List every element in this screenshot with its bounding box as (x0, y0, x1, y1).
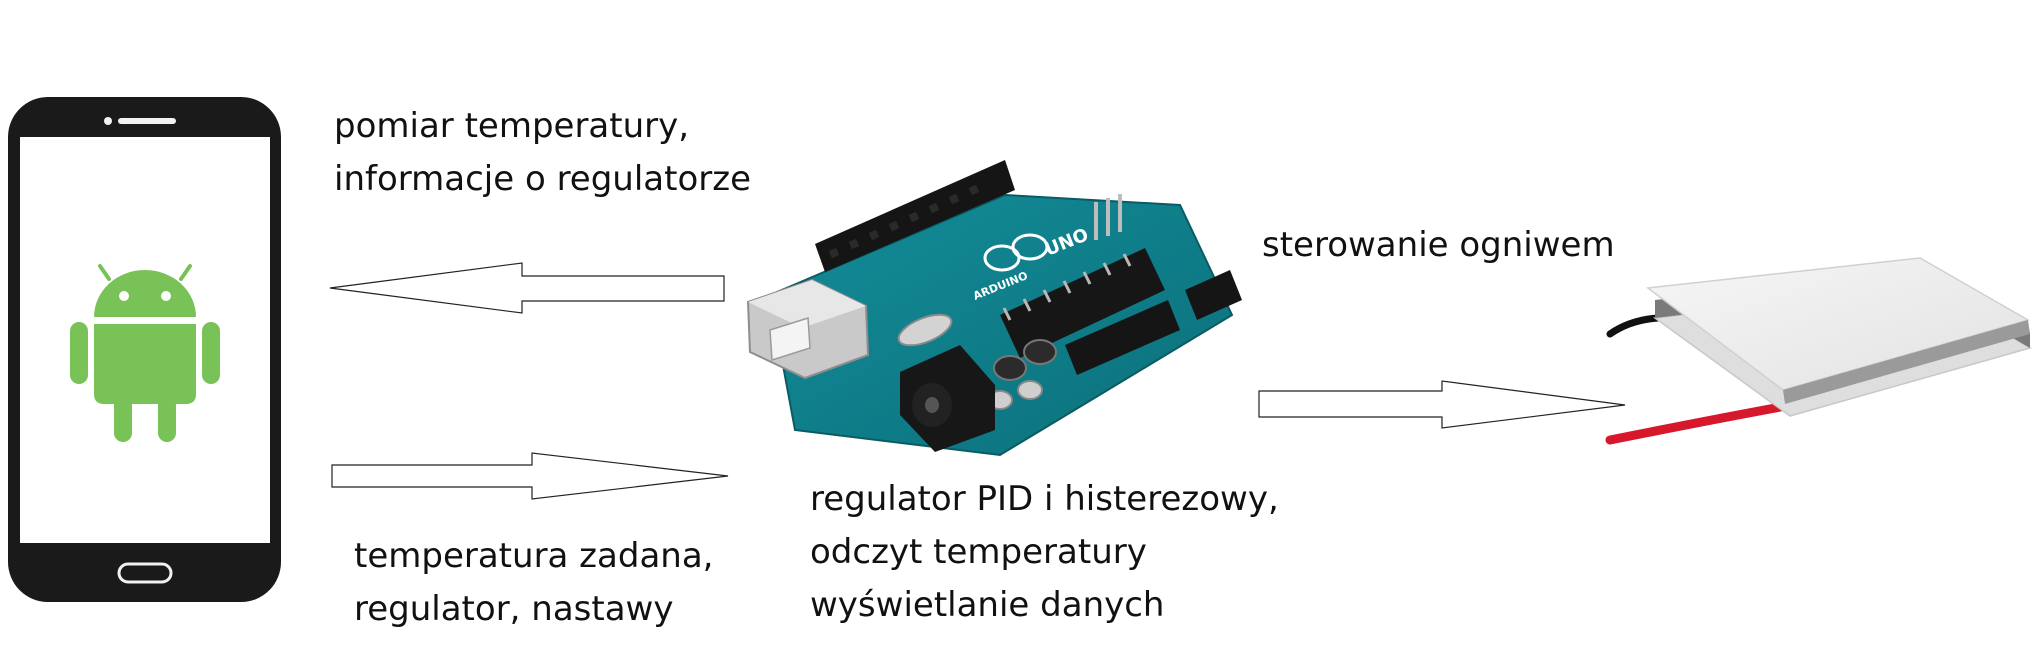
label-arduino-functions-line1: regulator PID i histerezowy, (810, 473, 1279, 526)
arrow-phone-to-arduino (332, 453, 728, 499)
label-arduino-functions-line3: wyświetlanie danych (810, 579, 1279, 632)
phone-speaker-slot (118, 118, 176, 124)
label-phone-commands: temperatura zadana, regulator, nastawy (354, 530, 713, 636)
label-arduino-functions: regulator PID i histerezowy, odczyt temp… (810, 473, 1279, 632)
label-phone-commands-line1: temperatura zadana, (354, 530, 713, 583)
peltier-top-plate (1648, 258, 2028, 390)
black-wire (1610, 318, 1658, 334)
label-phone-feedback-line2: informacje o regulatorze (334, 153, 751, 206)
smartphone (8, 97, 281, 602)
peltier-module (1610, 258, 2030, 440)
label-phone-feedback-line1: pomiar temperatury, (334, 100, 751, 153)
label-peltier-control-text: sterowanie ogniwem (1262, 219, 1615, 272)
label-phone-commands-line2: regulator, nastawy (354, 583, 713, 636)
arrow-arduino-to-phone (330, 263, 724, 313)
label-phone-feedback: pomiar temperatury, informacje o regulat… (334, 100, 751, 206)
arduino-uno-board: UNO ARDUINO (748, 160, 1242, 455)
label-arduino-functions-line2: odczyt temperatury (810, 526, 1279, 579)
phone-front-camera (104, 117, 112, 125)
label-peltier-control: sterowanie ogniwem (1262, 219, 1615, 272)
red-wire (1610, 406, 1786, 440)
arrow-arduino-to-peltier (1259, 381, 1625, 428)
